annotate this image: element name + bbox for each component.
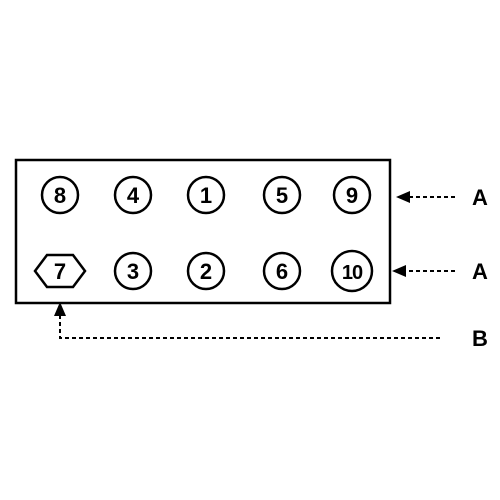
- callout-label-bottom-row: A: [472, 259, 488, 284]
- arrowhead-top-row: [396, 191, 410, 203]
- bolt-5-circle: [262, 175, 302, 215]
- bolt-9-label: 9: [346, 183, 358, 208]
- bolt-9-circle: [332, 175, 372, 215]
- bolt-4: 4: [113, 175, 153, 215]
- arrowhead-hex-bolt: [54, 302, 66, 316]
- bolt-1-label: 1: [200, 183, 212, 208]
- bolt-1: 1: [186, 175, 226, 215]
- bolt-4-circle: [113, 175, 153, 215]
- callout-label-top-row: A: [472, 185, 488, 210]
- arrowhead-bottom-row: [392, 265, 406, 277]
- bolt-7-label: 7: [54, 259, 66, 284]
- bolt-1-circle: [186, 175, 226, 215]
- bolt-group: 8 4 1 5 9 7 3 2 6 10: [33, 175, 374, 293]
- bolt-3-label: 3: [127, 259, 139, 284]
- bolt-8-circle: [40, 175, 80, 215]
- bolt-8-label: 8: [54, 183, 66, 208]
- callout-top-row: A: [396, 185, 488, 210]
- bolt-2-circle: [186, 251, 226, 291]
- callout-label-hex-bolt: B: [472, 326, 488, 351]
- bolt-10: 10: [330, 249, 374, 293]
- bolt-4-label: 4: [127, 183, 140, 208]
- callout-bottom-row: A: [392, 259, 488, 284]
- bolt-6-circle: [262, 251, 302, 291]
- bolt-10-circle: [330, 249, 374, 293]
- bolt-6: 6: [262, 251, 302, 291]
- bolt-2: 2: [186, 251, 226, 291]
- bolt-8: 8: [40, 175, 80, 215]
- bolt-3: 3: [113, 251, 153, 291]
- bolt-10-label: 10: [342, 262, 363, 284]
- bolt-5-label: 5: [276, 183, 288, 208]
- leader-line-hex-bolt: [59, 314, 440, 339]
- bolt-5: 5: [262, 175, 302, 215]
- bolt-3-circle: [113, 251, 153, 291]
- bolt-6-label: 6: [276, 259, 288, 284]
- bolt-7-hexagon: [33, 253, 87, 289]
- callout-hex-bolt: B: [54, 302, 488, 351]
- bolt-9: 9: [332, 175, 372, 215]
- bolt-7: 7: [33, 253, 87, 289]
- bolt-2-label: 2: [200, 259, 212, 284]
